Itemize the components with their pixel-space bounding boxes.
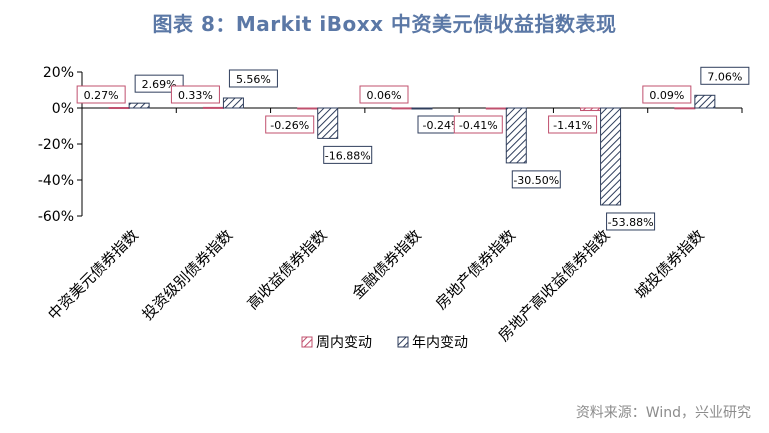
data-label: -0.24% (423, 119, 462, 132)
bar-yearly (128, 102, 150, 109)
bar-yearly (505, 107, 527, 164)
category-label: 中资美元债券指数 (44, 226, 142, 324)
data-label: -0.26% (270, 119, 309, 132)
legend-label-yearly: 年内变动 (412, 335, 468, 351)
bar-yearly (694, 94, 716, 109)
data-label: 0.06% (367, 89, 402, 102)
legend-swatch-yearly (397, 336, 409, 348)
data-label: 2.69% (142, 78, 177, 91)
data-label-box (359, 85, 409, 104)
data-label-box (453, 115, 503, 134)
bar-weekly (485, 107, 507, 110)
category-label: 金融债券指数 (348, 226, 424, 302)
bar-weekly (202, 106, 224, 109)
data-label-box (228, 69, 278, 88)
data-label: 7.06% (707, 70, 742, 83)
data-label-box (323, 145, 373, 164)
chart-title: 图表 8：Markit iBoxx 中资美元债收益指数表现 (152, 12, 617, 36)
y-tick-label: 20% (43, 65, 74, 81)
data-label-box (548, 115, 598, 134)
y-tick-label: -60% (38, 209, 74, 225)
y-tick-label: 0% (52, 101, 74, 117)
data-label: 0.33% (178, 89, 213, 102)
bar-weekly (580, 107, 602, 112)
bar-yearly (600, 107, 622, 206)
data-label: -0.41% (459, 119, 498, 132)
data-labels: 0.27% 2.69%0.33% 5.56% -0.26% -16.88% 0.06% -0… (76, 66, 750, 231)
bar-yearly (222, 97, 244, 109)
bars (108, 94, 716, 206)
data-label: 0.27% (84, 89, 119, 102)
y-tick-label: -20% (38, 137, 74, 153)
legend: 周内变动 年内变动 (301, 335, 468, 351)
data-label: 5.56% (236, 73, 271, 86)
legend-label-weekly: 周内变动 (316, 335, 372, 351)
data-label-box (170, 85, 220, 104)
data-label: -16.88% (325, 149, 371, 162)
category-label: 投资级别债券指数 (139, 226, 237, 324)
data-label-box (700, 66, 750, 85)
data-label: -30.50% (513, 174, 559, 187)
data-label-box (511, 170, 561, 189)
bar-weekly (297, 107, 319, 110)
bar-weekly (391, 107, 413, 110)
category-label: 城投债券指数 (631, 226, 707, 302)
source-note: 资料来源：Wind，兴业研究 (575, 405, 751, 421)
bar-yearly (411, 107, 433, 110)
data-label: -53.88% (608, 216, 654, 229)
data-label-box (606, 212, 656, 231)
category-label: 高收益债券指数 (244, 226, 331, 313)
data-label: 0.09% (649, 89, 684, 102)
legend-swatch-weekly (301, 336, 313, 348)
category-label: 房地产债券指数 (432, 226, 519, 313)
bar-weekly (674, 107, 696, 110)
bar-yearly (317, 107, 339, 139)
y-tick-label: -40% (38, 173, 74, 189)
data-label: -1.41% (553, 119, 592, 132)
bar-weekly (108, 107, 130, 110)
data-label-box (76, 85, 126, 104)
data-label-box (265, 115, 315, 134)
data-label-box (642, 85, 692, 104)
